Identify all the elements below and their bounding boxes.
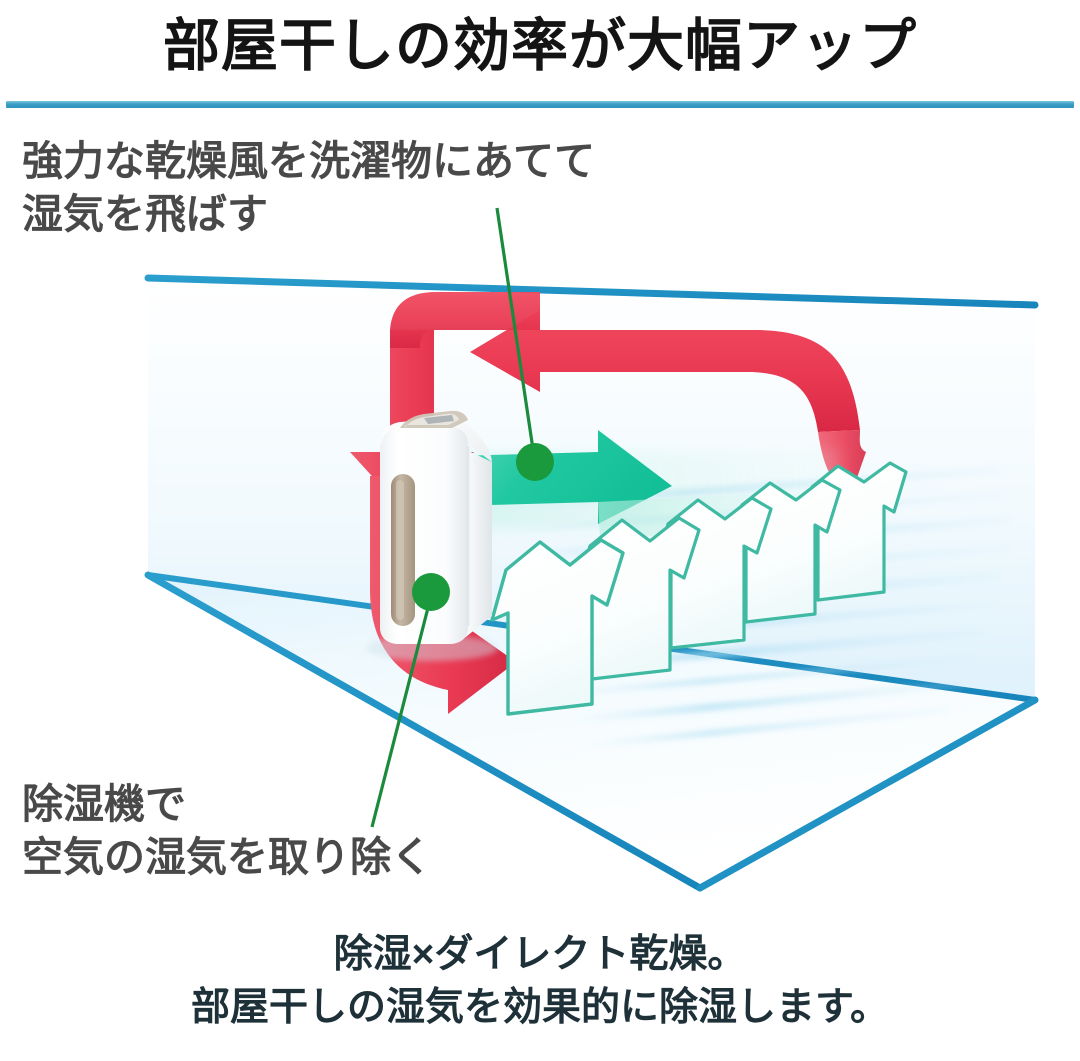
annotation-top-line1: 強力な乾燥風を洗濯物にあてて bbox=[22, 138, 596, 184]
laundry-shirt bbox=[804, 461, 908, 602]
annotation-bottom-line1: 除湿機で bbox=[22, 781, 186, 827]
laundry-shirt bbox=[731, 478, 842, 624]
green-dot-icon bbox=[516, 443, 554, 481]
room-back-wall bbox=[148, 278, 1035, 700]
page-title: 部屋干しの効率が大幅アップ bbox=[163, 14, 917, 78]
laundry-shirts bbox=[490, 461, 908, 716]
room-edge-top bbox=[144, 274, 1039, 309]
airflow-return-arrow bbox=[350, 292, 866, 714]
airflow-dry-arrow bbox=[452, 430, 840, 538]
annotation-top-line2: 湿気を飛ばす bbox=[22, 191, 268, 238]
leader-line-top bbox=[495, 207, 536, 457]
header-divider bbox=[6, 101, 1074, 108]
annotation-bottom: 除湿機で 空気の湿気を取り除く bbox=[22, 778, 432, 885]
laundry-shirt bbox=[655, 496, 773, 650]
laundry-shirt bbox=[575, 516, 701, 681]
laundry-shirt bbox=[490, 538, 625, 716]
room-edge-floor-right bbox=[696, 696, 1039, 892]
green-dot-icon bbox=[412, 573, 450, 611]
wind-streaks bbox=[504, 466, 1011, 748]
annotation-top: 強力な乾燥風を洗濯物にあてて 湿気を飛ばす bbox=[22, 135, 595, 242]
annotation-bottom-line2: 空気の湿気を取り除く bbox=[22, 834, 432, 881]
caption-line1: 除湿×ダイレクト乾燥。 bbox=[333, 933, 747, 976]
bottom-caption: 除湿×ダイレクト乾燥。 部屋干しの湿気を効果的に除湿します。 bbox=[0, 928, 1080, 1034]
leader-lines bbox=[370, 207, 536, 828]
marker-dots bbox=[412, 443, 554, 611]
room-edge-wallfloor bbox=[145, 572, 1038, 703]
dehumidifier bbox=[366, 410, 498, 661]
caption-line2: 部屋干しの湿気を効果的に除湿します。 bbox=[190, 986, 890, 1030]
